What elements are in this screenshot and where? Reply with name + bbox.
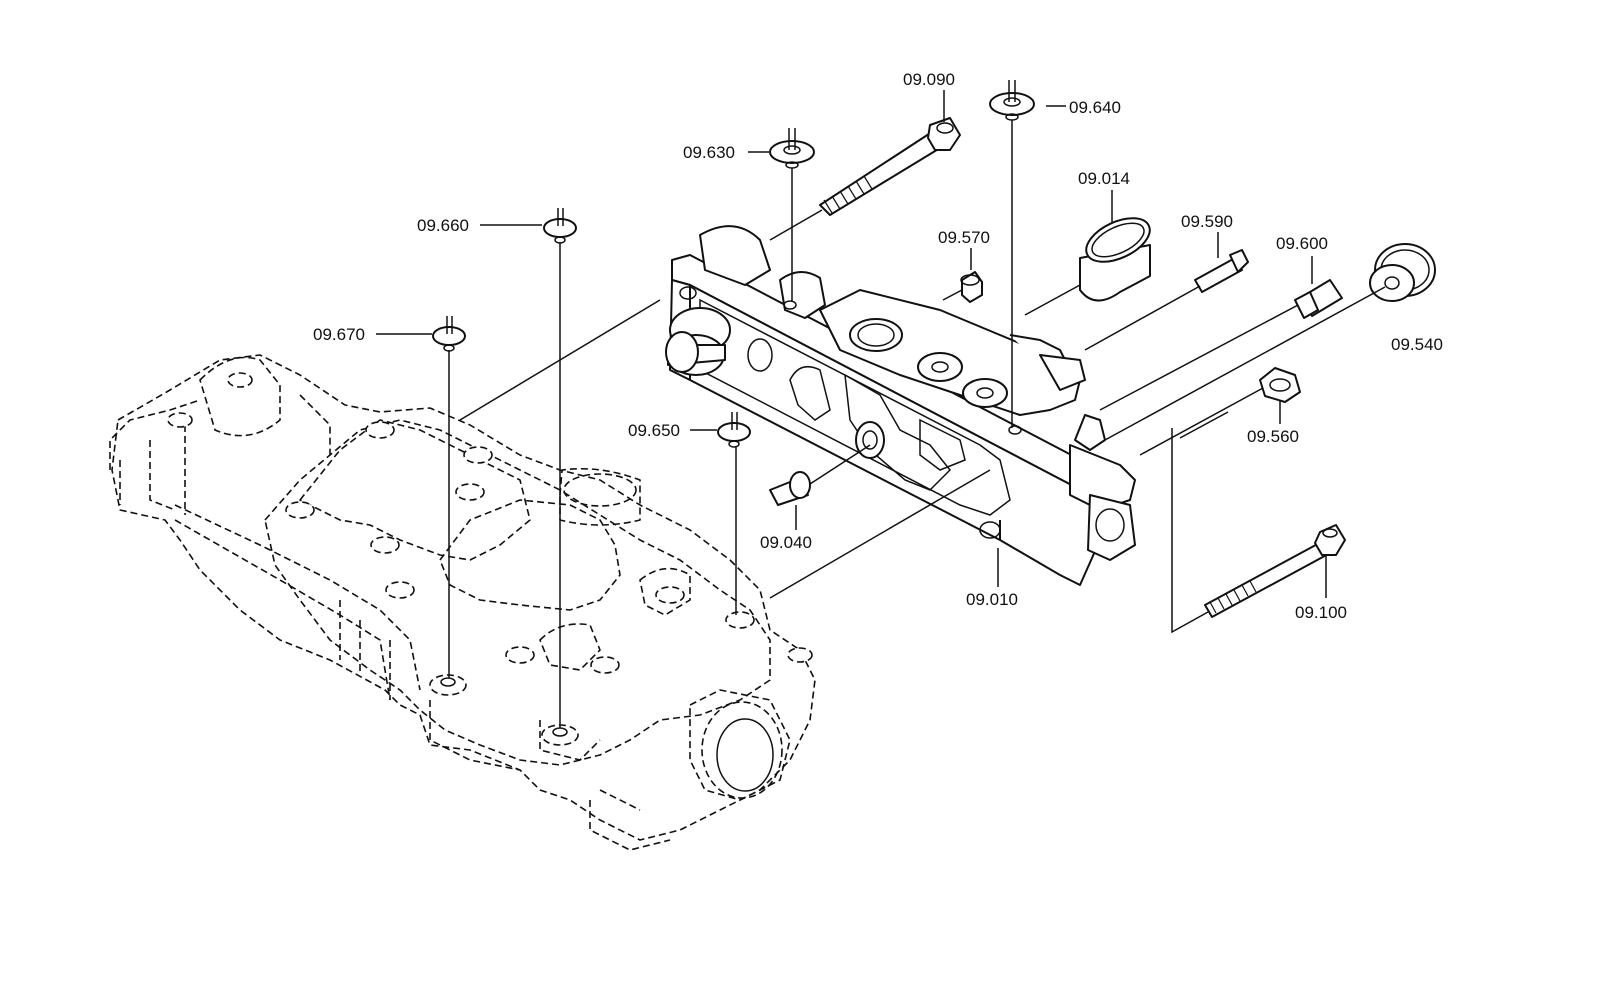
callout-09-014: 09.014 bbox=[1078, 169, 1130, 188]
callout-09-540: 09.540 bbox=[1391, 335, 1443, 354]
plug-09-600 bbox=[1294, 279, 1343, 319]
callout-leaders bbox=[376, 90, 1327, 598]
callout-09-570: 09.570 bbox=[938, 228, 990, 247]
callout-09-100: 09.100 bbox=[1295, 603, 1347, 622]
callout-09-640: 09.640 bbox=[1069, 98, 1121, 117]
bolt-09-090 bbox=[819, 117, 961, 216]
callout-09-090: 09.090 bbox=[903, 70, 955, 89]
screw-09-590 bbox=[1194, 249, 1249, 293]
bolt-09-100 bbox=[1204, 524, 1346, 618]
stud-09-640 bbox=[989, 80, 1035, 121]
callout-09-650: 09.650 bbox=[628, 421, 680, 440]
plug-09-014 bbox=[1079, 217, 1151, 302]
callout-09-670: 09.670 bbox=[313, 325, 365, 344]
plug-09-570 bbox=[960, 271, 983, 303]
callout-09-600: 09.600 bbox=[1276, 234, 1328, 253]
callout-labels: 09.090 09.640 09.630 09.014 09.660 09.57… bbox=[313, 70, 1443, 622]
alignment-lines bbox=[448, 120, 1386, 728]
callout-09-630: 09.630 bbox=[683, 143, 735, 162]
stud-09-670 bbox=[432, 316, 466, 352]
housing-bosses bbox=[167, 372, 813, 746]
plug-09-560 bbox=[1259, 367, 1301, 403]
pin-09-040 bbox=[769, 471, 811, 506]
callout-09-010: 09.010 bbox=[966, 590, 1018, 609]
stud-09-660 bbox=[543, 208, 577, 244]
cap-09-540 bbox=[1369, 243, 1436, 302]
callout-09-660: 09.660 bbox=[417, 216, 469, 235]
callout-09-590: 09.590 bbox=[1181, 212, 1233, 231]
transmission-housing-outline bbox=[109, 354, 816, 851]
stud-09-650 bbox=[717, 412, 751, 448]
stud-09-630 bbox=[769, 128, 815, 169]
callout-09-040: 09.040 bbox=[760, 533, 812, 552]
callout-09-560: 09.560 bbox=[1247, 427, 1299, 446]
valve-body-09-010 bbox=[665, 225, 1136, 586]
